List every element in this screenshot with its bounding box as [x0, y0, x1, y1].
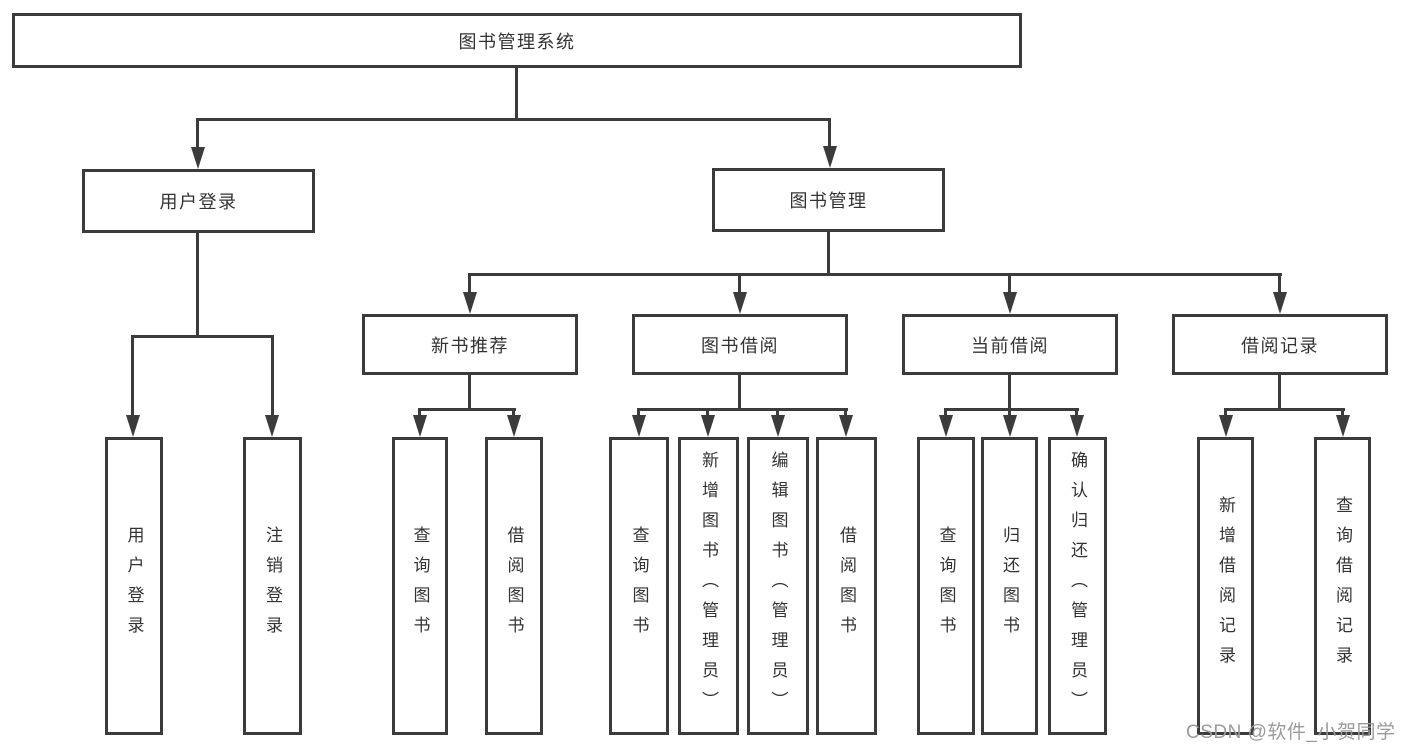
arrow-head — [839, 415, 853, 437]
arrow-head — [126, 415, 140, 437]
leaf-user-login: 用户登录 — [105, 437, 163, 735]
leaf-borrow-book-rec-label: 借阅图书 — [504, 526, 524, 646]
leaf-query-book-borrow-label: 查询图书 — [629, 526, 649, 646]
connector-line — [828, 118, 831, 150]
leaf-borrow-book-rec: 借阅图书 — [485, 437, 543, 735]
node-borrow-records: 借阅记录 — [1172, 314, 1388, 375]
node-book-borrow: 图书借阅 — [632, 314, 848, 375]
arrow-head — [265, 415, 279, 437]
leaf-query-book-rec: 查询图书 — [392, 437, 448, 735]
arrow-head — [1219, 415, 1233, 437]
connector-line — [197, 118, 831, 121]
leaf-edit-book-admin-label: 编辑图书（管理员） — [768, 451, 788, 721]
connector-line — [637, 408, 848, 411]
leaf-user-login-label: 用户登录 — [124, 526, 144, 646]
leaf-query-book-current-label: 查询图书 — [936, 526, 956, 646]
connector-line — [418, 408, 421, 418]
connector-line — [1008, 375, 1011, 410]
arrow-head — [1003, 292, 1017, 314]
node-user-login-label: 用户登录 — [159, 192, 238, 212]
connector-line — [827, 232, 830, 275]
node-current-borrow-label: 当前借阅 — [971, 335, 1049, 356]
node-book-borrow-label: 图书借阅 — [701, 335, 779, 356]
arrow-head — [1336, 415, 1350, 437]
leaf-confirm-return-admin: 确认归还（管理员） — [1048, 437, 1107, 735]
connector-line — [944, 408, 947, 418]
arrow-head — [823, 146, 837, 168]
connector-line — [512, 408, 515, 418]
connector-line — [944, 408, 1079, 411]
connector-line — [844, 408, 847, 418]
connector-line — [1341, 408, 1344, 418]
connector-line — [1075, 408, 1078, 418]
connector-line — [637, 408, 640, 418]
arrow-head — [701, 415, 715, 437]
node-borrow-records-label: 借阅记录 — [1241, 335, 1319, 356]
leaf-add-borrow-record: 新增借阅记录 — [1197, 437, 1254, 735]
arrow-head — [463, 292, 477, 314]
leaf-query-book-current: 查询图书 — [917, 437, 975, 735]
leaf-query-book-rec-label: 查询图书 — [410, 526, 430, 646]
connector-line — [776, 408, 779, 418]
node-new-book-rec: 新书推荐 — [362, 314, 578, 375]
arrow-head — [733, 292, 747, 314]
connector-line — [468, 273, 471, 295]
csdn-watermark: CSDN @软件_小贺同学 — [1186, 722, 1396, 743]
arrow-head — [413, 415, 427, 437]
leaf-borrow-book-borrow-label: 借阅图书 — [837, 526, 856, 646]
leaf-add-book-admin: 新增图书（管理员） — [678, 437, 739, 735]
node-book-mgmt: 图书管理 — [712, 168, 945, 232]
connector-line — [196, 233, 199, 337]
leaf-add-book-admin-label: 新增图书（管理员） — [699, 451, 718, 721]
arrow-head — [939, 415, 953, 437]
leaf-edit-book-admin: 编辑图书（管理员） — [747, 437, 809, 735]
connector-line — [271, 335, 274, 417]
connector-line — [418, 408, 516, 411]
arrow-head — [632, 415, 646, 437]
leaf-return-book-label: 归还图书 — [1000, 526, 1019, 646]
arrow-head — [1273, 292, 1287, 314]
arrow-head — [1003, 415, 1017, 437]
node-current-borrow: 当前借阅 — [902, 314, 1118, 375]
node-new-book-rec-label: 新书推荐 — [431, 335, 509, 356]
connector-line — [706, 408, 709, 418]
connector-line — [1224, 408, 1345, 411]
connector-line — [1224, 408, 1227, 418]
leaf-add-borrow-record-label: 新增借阅记录 — [1216, 496, 1235, 676]
connector-line — [1278, 375, 1281, 410]
node-root-label: 图书管理系统 — [458, 31, 576, 52]
leaf-logout: 注销登录 — [243, 437, 302, 735]
leaf-query-borrow-record-label: 查询借阅记录 — [1333, 496, 1352, 676]
leaf-query-borrow-record: 查询借阅记录 — [1314, 437, 1371, 735]
connector-line — [1008, 408, 1011, 418]
connector-line — [196, 118, 199, 150]
leaf-borrow-book-borrow: 借阅图书 — [816, 437, 877, 735]
arrow-head — [1070, 415, 1084, 437]
leaf-query-book-borrow: 查询图书 — [609, 437, 669, 735]
connector-line — [131, 335, 134, 417]
leaf-confirm-return-admin-label: 确认归还（管理员） — [1068, 451, 1087, 721]
arrow-head — [507, 415, 521, 437]
node-book-mgmt-label: 图书管理 — [789, 191, 868, 211]
leaf-logout-label: 注销登录 — [263, 526, 282, 646]
connector-line — [468, 375, 471, 410]
connector-line — [738, 273, 741, 295]
connector-line — [738, 375, 741, 410]
connector-line — [1278, 273, 1281, 295]
arrow-head — [191, 147, 205, 169]
leaf-return-book: 归还图书 — [981, 437, 1038, 735]
connector-line — [132, 335, 274, 338]
connector-line — [515, 67, 518, 120]
connector-line — [468, 273, 1282, 276]
node-user-login: 用户登录 — [82, 169, 315, 233]
connector-line — [1008, 273, 1011, 295]
arrow-head — [771, 415, 785, 437]
node-root: 图书管理系统 — [12, 13, 1022, 68]
